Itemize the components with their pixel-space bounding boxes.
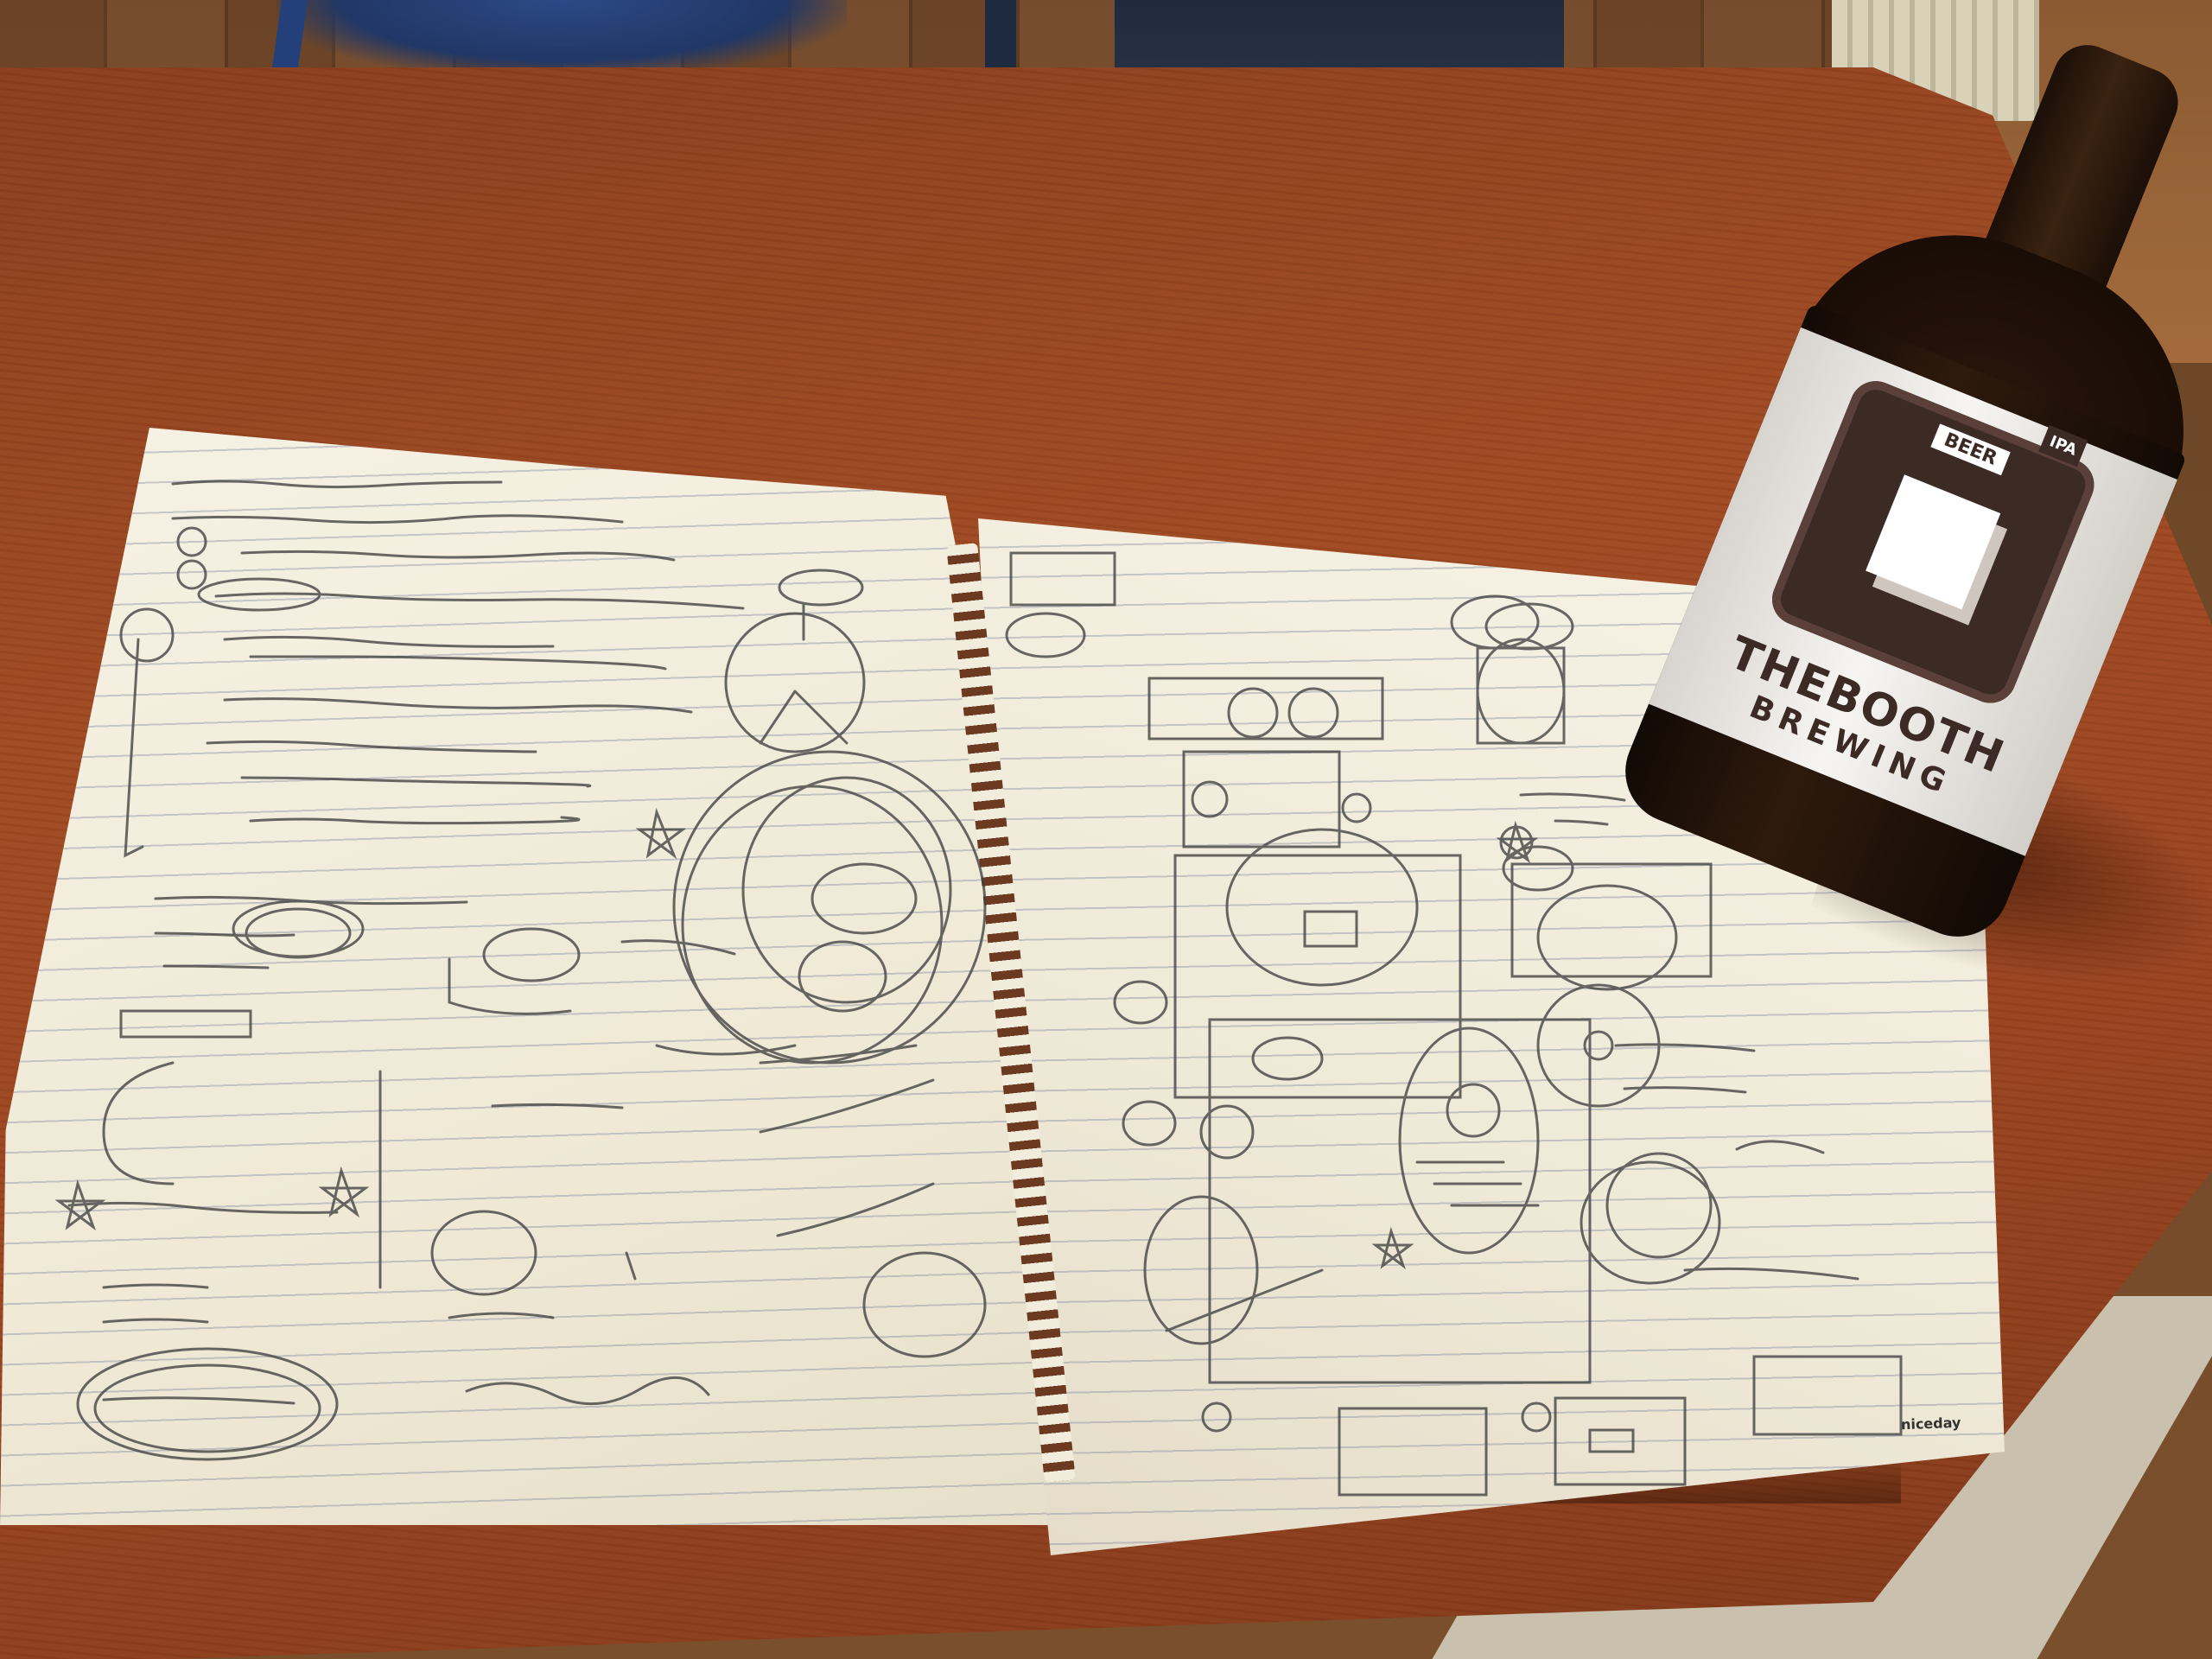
label-beer-text: BEER — [1930, 423, 2011, 475]
notebook-brand-mark: niceday — [1900, 1414, 1961, 1433]
cube-logo-icon — [1866, 474, 2001, 609]
blue-chair — [276, 0, 847, 78]
